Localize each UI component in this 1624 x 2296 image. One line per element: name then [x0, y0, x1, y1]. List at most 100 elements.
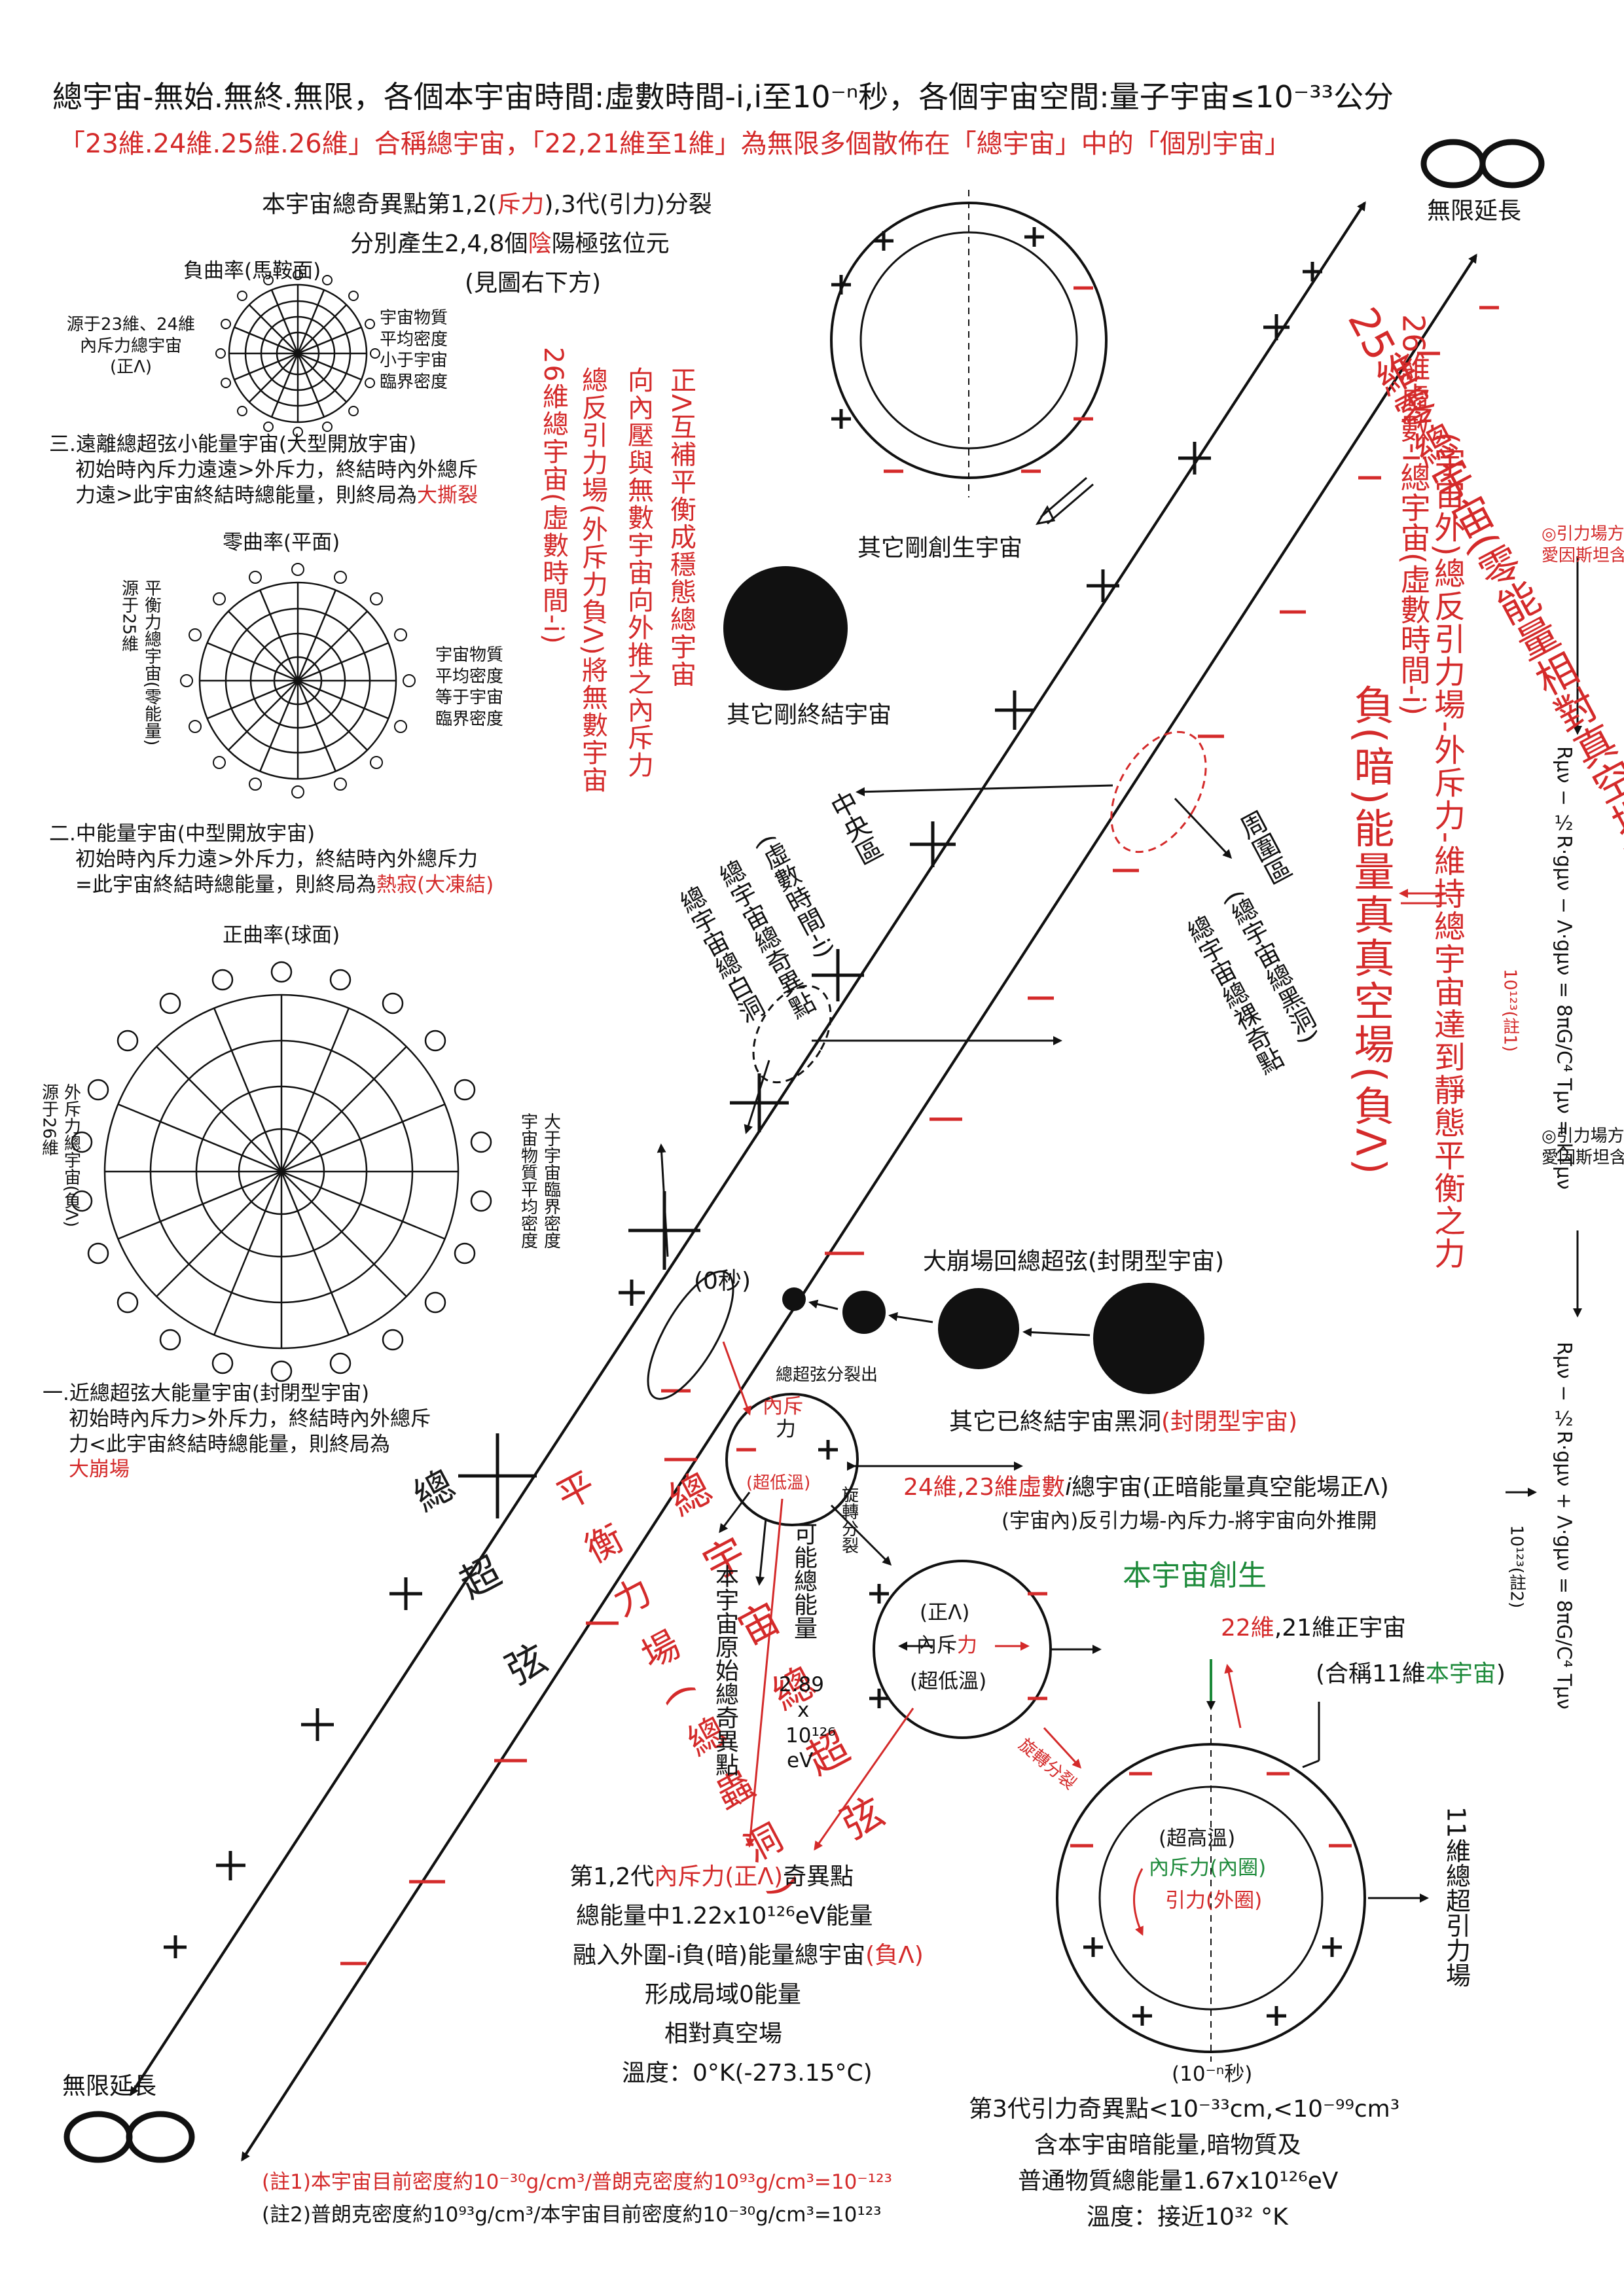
split-circle-figure — [719, 1341, 1023, 1586]
red-column-4: 正Λ互補平衡成穩態總宇宙 — [666, 367, 696, 689]
axis-line-lower-down — [241, 254, 1477, 2162]
footnote-2: (註2)普朗克密度約10⁹³g/cm³/本宇宙目前密度約10⁻³⁰g/cm³=1… — [262, 2203, 882, 2227]
zero-curvature-title: 零曲率(平面) — [223, 531, 340, 554]
force-label: 力 — [776, 1418, 796, 1441]
positive-curvature-left-col2: 源于26維 — [39, 1083, 59, 1157]
gen12-label: 第1,2代內斥力(正Λ)奇異點 — [569, 1863, 854, 1890]
positive-curvature-left-col1: 外斥力總宇宙(負Λ) — [61, 1083, 81, 1228]
singularity-note-line2: 分別產生2,4,8個陰陽極弦位元 — [350, 230, 670, 257]
gen3-label: 第3代引力奇異點<10⁻³³cm,<10⁻⁹⁹cm³ — [969, 2096, 1400, 2123]
dim11-label: (合稱11維本宇宙) — [1316, 1660, 1506, 1687]
new-universe-figure — [830, 190, 1108, 526]
ultra-low-label: (超低溫) — [746, 1473, 811, 1493]
ended-universe-disc — [723, 566, 848, 691]
ended-universe-label: 其它剛終結宇宙 — [727, 702, 892, 728]
zero-curvature-left-col2: 源于25維 — [118, 579, 139, 653]
zero-second-label: (0秒) — [694, 1268, 751, 1295]
this-universe-label: 本宇宙原始總奇異點 — [712, 1564, 738, 1776]
red-column-26dim: 26維總宇宙(虛數時間-i) — [538, 347, 568, 645]
negative-curvature-title: 負曲率(馬鞍面) — [183, 259, 321, 283]
upper-line-crosses — [164, 262, 1322, 1958]
bigcrunch-label: 大崩場回總超弦(封閉型宇宙) — [923, 1248, 1225, 1275]
hot-inner-force: 內斥力(內圈) — [1149, 1856, 1267, 1880]
crunch-disc-2 — [842, 1291, 886, 1334]
header-line-2: 「23維.24維.25維.26維」合稱總宇宙，「22,21維至1維」為無限多個散… — [59, 129, 1291, 159]
positive-curvature-right-col2: 宇宙物質平均密度 — [518, 1113, 538, 1249]
positive-curvature-figure — [103, 994, 460, 1350]
negative-curvature-left: 源于23維、24維 內斥力總宇宙 (正Λ) — [66, 315, 196, 377]
note-three: 三.遠離總超弦小能量宇宙(大型開放宇宙) 初始時內斥力遠遠>外斥力，終結時內外總… — [49, 433, 478, 507]
zero-curvature-right: 宇宙物質 平均密度 等于宇宙 臨界密度 — [435, 645, 504, 729]
possible-energy-label: 可能總能量 — [790, 1522, 817, 1640]
blackhole-label: 其它已終結宇宙黑洞(封閉型宇宙) — [949, 1408, 1298, 1435]
rotate-split-label: 旋轉分裂 — [839, 1486, 859, 1554]
hot-universe-figure — [1056, 1659, 1429, 2062]
equation-title-2: ◎引力場方程 愛因斯坦含+Λ — [1542, 1126, 1624, 1168]
local-zero-energy: 形成局域0能量 — [645, 1981, 801, 2008]
edge-region-ellipse — [1110, 730, 1207, 853]
infinity-symbol-top — [1420, 139, 1545, 188]
outer-26dim-label: 26維虛數-i總宇宙(虛數時間-i) — [1396, 314, 1432, 716]
outer-force-label: (宇宙外)總反引力場-外斥力-維持總宇宙達到靜態平衡之力 — [1428, 432, 1465, 1270]
axis-line-upper-down — [130, 202, 1366, 2096]
infinity-symbol-bottom — [63, 2111, 195, 2163]
hot-gravity: 引力(外圈) — [1165, 1889, 1263, 1912]
crunch-disc-4 — [1093, 1283, 1204, 1394]
footnote-1: (註1)本宇宙目前密度約10⁻³⁰g/cm³/普朗克密度約10⁹³g/cm³=1… — [262, 2170, 892, 2194]
total-string-label: 總超弦 — [401, 1463, 580, 1745]
negative-curvature-dots — [215, 270, 380, 437]
dim24-label: 24維,23維虛數i總宇宙(正暗能量真空能場正Λ) — [903, 1474, 1389, 1501]
negative-curvature-figure — [228, 283, 368, 423]
singularity-note-line1: 本宇宙總奇異點第1,2(斥力),3代(引力)分裂 — [262, 191, 712, 218]
creation-label: 本宇宙創生 — [1123, 1559, 1267, 1592]
gen3-energy: 普通物質總能量1.67x10¹²⁶eV — [1018, 2168, 1339, 2195]
center-region-ellipse — [752, 984, 832, 1084]
note-one: 一.近總超弦大能量宇宙(封閉型宇宙) 初始時內斥力>外斥力，終結時內外總斥 力<… — [43, 1382, 431, 1482]
equation-1: Rμν − ½R·gμν − Λ·gμν = 8πG/C⁴ Tμν = kTμν — [1552, 746, 1576, 1190]
infinity-label-bottom: 無限延長 — [62, 2073, 157, 2100]
note-two: 二.中能量宇宙(中型開放宇宙) 初始時內斥力遠>外斥力，終結時內外總斥力 =此宇… — [49, 822, 494, 897]
negative-curvature-right: 宇宙物質 平均密度 小于宇宙 臨界密度 — [380, 308, 448, 392]
singularity-note-line3: (見圖右下方) — [465, 270, 602, 296]
lower-line-dashes — [340, 306, 1499, 1965]
relative-vacuum: 相對真空場 — [664, 2020, 783, 2047]
crunch-disc-1 — [782, 1287, 806, 1311]
gen3-contains: 含本宇宙暗能量,暗物質及 — [1034, 2132, 1301, 2159]
zero-sec-ellipse — [647, 1270, 734, 1400]
infinity-label-top: 無限延長 — [1427, 198, 1522, 224]
equation-title-1: ◎引力場方程 愛因斯坦含-Λ — [1542, 524, 1624, 565]
positive-curvature-right-col1: 大于宇宙臨界密度 — [541, 1113, 561, 1249]
inner-repulsion-label: 內斥 — [763, 1395, 803, 1418]
dim22-label: 22維,21維正宇宙 — [1221, 1615, 1407, 1641]
lambda-circle-figure — [869, 1560, 1102, 1769]
gen3-temperature: 溫度：接近10³² °K — [1087, 2204, 1288, 2231]
positive-curvature-title: 正曲率(球面) — [223, 924, 340, 947]
equation-2: Rμν − ½R·gμν + Λ·gμν = 8πG/C⁴ Tμν — [1552, 1342, 1576, 1710]
ten-minus-n-time: (10⁻ⁿ秒) — [1172, 2062, 1253, 2086]
energy-value: 2.89 x 10¹²⁶ eV — [779, 1673, 836, 1773]
diagonal-axes — [130, 201, 1477, 2162]
hot-label: (超高溫) — [1159, 1827, 1236, 1850]
lambda-circle-zheng: (正Λ) — [920, 1601, 970, 1624]
eleven-dim-gravity: 11維總超引力場 — [1441, 1806, 1471, 1988]
red-column-2: 總反引力場(外斥力負Λ)將無數宇宙 — [577, 367, 607, 794]
lambda-circle-ultra: (超低溫) — [910, 1670, 987, 1693]
equation-1-note: 10¹²³(註1) — [1500, 969, 1520, 1052]
double-arrow-new — [1047, 483, 1094, 525]
merge-label: 融入外圍-i負(暗)能量總宇宙(負Λ) — [573, 1942, 924, 1969]
dim24-inner-force: (宇宙內)反引力場-內斥力-將宇宙向外推開 — [1001, 1509, 1377, 1533]
lambda-circle-inner: 內斥力 — [916, 1634, 977, 1657]
zero-curvature-dots — [180, 563, 416, 798]
positive-curvature-dots — [71, 961, 492, 1382]
header-line-1: 總宇宙-無始.無終.無限，各個本宇宙時間:虛數時間-i,i至10⁻ⁿ秒，各個宇宙… — [52, 79, 1394, 115]
dark-energy-label: 負(暗)能量真真空場(負Λ) — [1346, 684, 1395, 1177]
equation-2-note: 10¹²³(註2) — [1506, 1525, 1526, 1609]
total-energy-label: 總能量中1.22x10¹²⁶eV能量 — [576, 1903, 873, 1929]
split-out-label: 總超弦分裂出 — [776, 1365, 878, 1385]
new-universe-label: 其它剛創生宇宙 — [857, 535, 1023, 562]
zero-curvature-figure — [198, 581, 397, 780]
zero-curvature-left-col1: 平衡力總宇宙(零能量) — [141, 579, 162, 746]
crunch-disc-3 — [938, 1288, 1019, 1369]
red-column-3: 向內壓與無數宇宙向外推之內斥力 — [623, 367, 653, 779]
